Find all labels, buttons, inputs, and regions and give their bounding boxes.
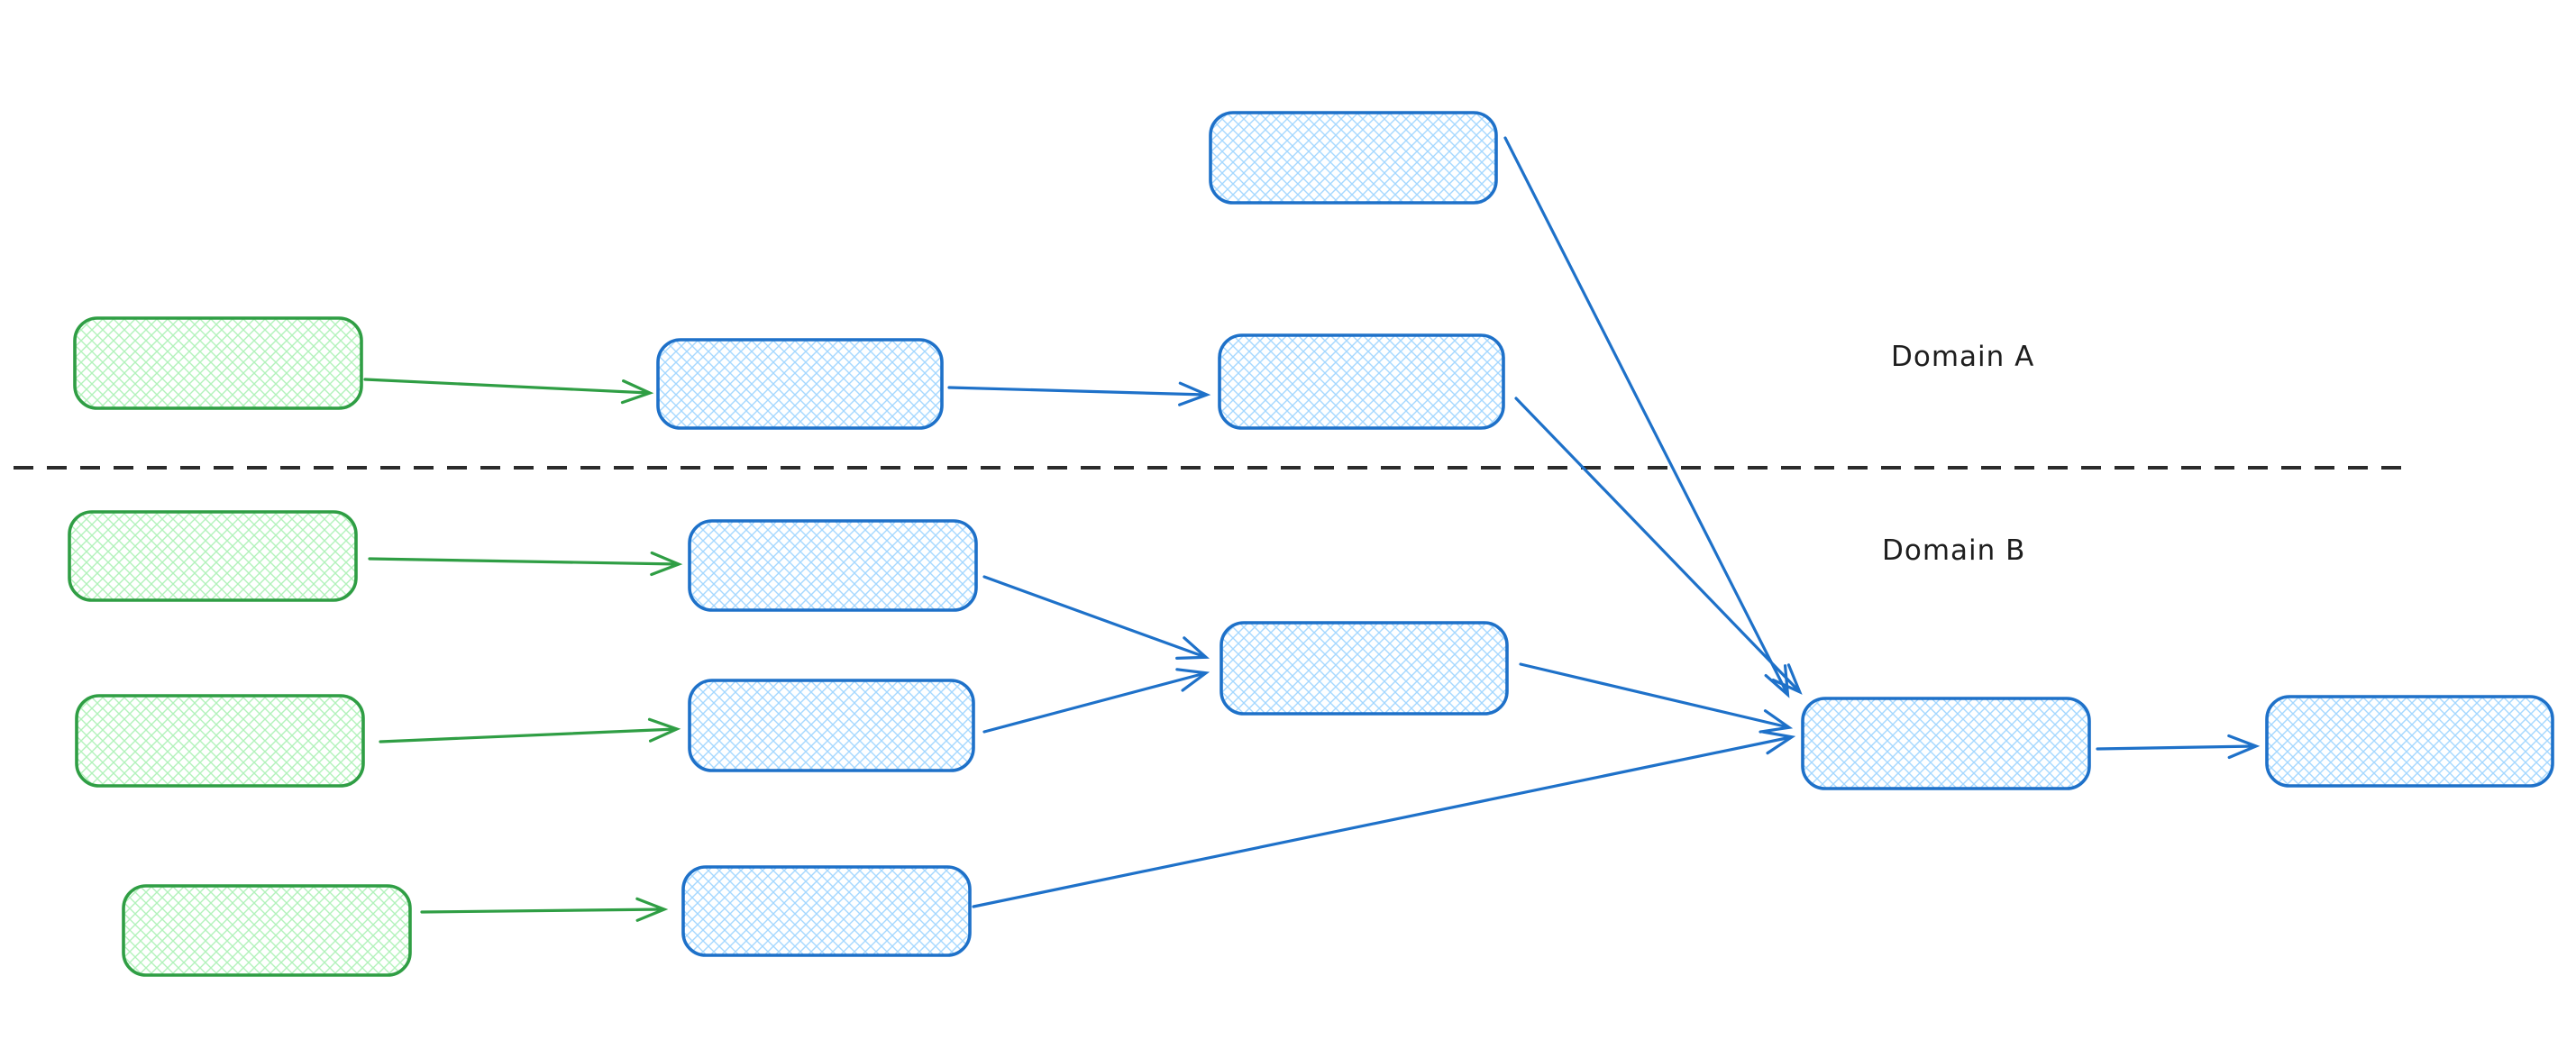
edge-green-b2-to-blue-b2[interactable] — [379, 717, 681, 743]
edge-blue-b-mid-to-blue-sink[interactable] — [1519, 662, 1794, 734]
node-green-a1[interactable] — [73, 316, 363, 410]
node-blue-b-mid[interactable] — [1219, 621, 1509, 716]
domain-a-label[interactable]: Domain A — [1891, 341, 2034, 373]
edge-blue-a1-to-blue-a2[interactable] — [947, 381, 1211, 406]
edge-blue-a2-to-blue-sink[interactable] — [1514, 397, 1803, 695]
edge-blue-b3-to-blue-sink[interactable] — [972, 730, 1796, 908]
node-green-b1[interactable] — [68, 510, 358, 602]
domain-b-label[interactable]: Domain B — [1882, 534, 2025, 567]
node-blue-a1[interactable] — [656, 338, 944, 430]
node-blue-a2[interactable] — [1218, 333, 1505, 430]
edge-green-b1-to-blue-b1[interactable] — [368, 551, 683, 577]
edge-green-a1-to-blue-a1[interactable] — [363, 378, 654, 405]
edge-blue-b1-to-blue-b-mid[interactable] — [982, 575, 1210, 660]
edges-group — [363, 136, 2261, 922]
edge-blue-sink-to-blue-final[interactable] — [2096, 734, 2261, 760]
node-blue-b3[interactable] — [681, 865, 972, 957]
node-green-b2[interactable] — [75, 694, 365, 788]
edge-blue-b2-to-blue-b-mid[interactable] — [982, 668, 1210, 734]
node-blue-b1[interactable] — [688, 519, 978, 612]
node-green-b3[interactable] — [122, 884, 412, 977]
edge-green-b3-to-blue-b3[interactable] — [420, 897, 669, 922]
node-blue-b2[interactable] — [688, 679, 975, 772]
nodes-group — [68, 111, 2554, 977]
edge-blue-a-top-to-blue-sink[interactable] — [1503, 136, 1790, 698]
node-blue-a-top[interactable] — [1209, 111, 1498, 205]
node-blue-sink[interactable] — [1801, 697, 2091, 790]
node-blue-final[interactable] — [2265, 695, 2554, 788]
